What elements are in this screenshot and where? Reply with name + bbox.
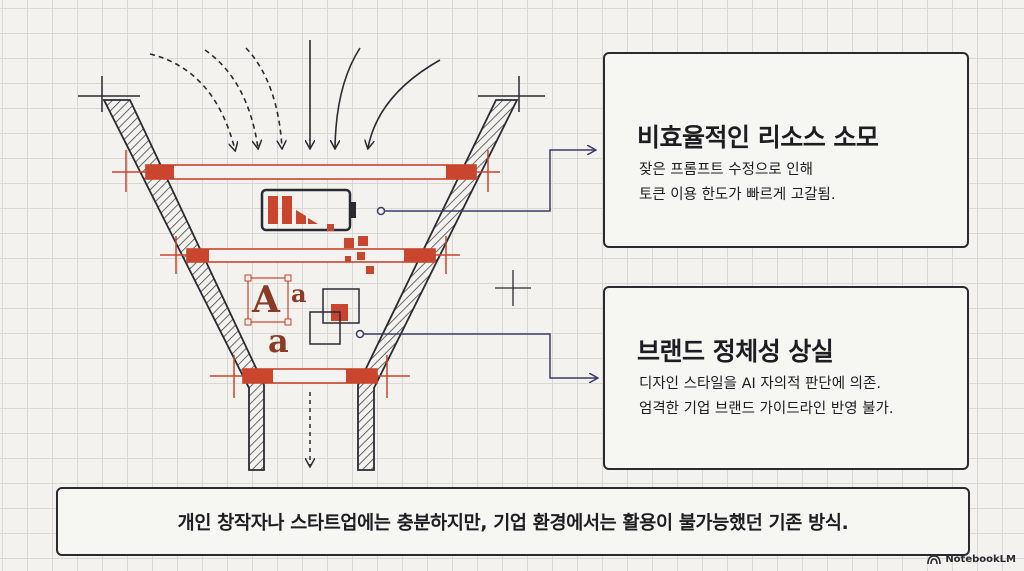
card-title: 브랜드 정체성 상실 bbox=[637, 337, 834, 366]
card-body: 디자인 스타일을 AI 자의적 판단에 의존. 엄격한 기업 브랜드 가이드라인… bbox=[639, 372, 893, 422]
connector-bottom bbox=[355, 329, 598, 379]
brace-bottom bbox=[210, 355, 410, 398]
problem-card-resource: 비효율적인 리소스 소모 잦은 프롬프트 수정으로 인해 토큰 이용 한도가 빠… bbox=[603, 52, 969, 248]
svg-text:A: A bbox=[251, 279, 281, 321]
typography-icon: A a a bbox=[244, 274, 360, 360]
card-title: 비효율적인 리소스 소모 bbox=[637, 123, 879, 152]
notebooklm-logo-icon bbox=[927, 554, 942, 564]
funnel-braces bbox=[112, 150, 500, 398]
connector-top bbox=[376, 150, 596, 216]
plus-marker bbox=[495, 270, 531, 306]
brace-top bbox=[112, 150, 500, 192]
watermark-text: NotebookLM bbox=[945, 554, 1016, 565]
incoming-arrows bbox=[149, 40, 441, 150]
card-line: 잦은 프롬프트 수정으로 인해 bbox=[639, 162, 813, 178]
problem-card-brand: 브랜드 정체성 상실 디자인 스타일을 AI 자의적 판단에 의존. 엄격한 기… bbox=[603, 286, 969, 470]
card-line: 디자인 스타일을 AI 자의적 판단에 의존. bbox=[639, 376, 881, 392]
top-guide-lines bbox=[78, 76, 545, 112]
svg-text:a: a bbox=[268, 322, 289, 360]
falling-pixels bbox=[327, 224, 374, 274]
svg-text:a: a bbox=[291, 279, 307, 308]
brace-middle bbox=[160, 236, 460, 274]
card-line: 엄격한 기업 브랜드 가이드라인 반영 불가. bbox=[639, 401, 894, 417]
card-body: 잦은 프롬프트 수정으로 인해 토큰 이용 한도가 빠르게 고갈됨. bbox=[639, 158, 835, 208]
card-line: 토큰 이용 한도가 빠르게 고갈됨. bbox=[639, 187, 836, 203]
funnel-walls bbox=[102, 99, 519, 471]
low-battery-icon bbox=[260, 188, 356, 232]
watermark: NotebookLM bbox=[927, 554, 1016, 565]
summary-banner: 개인 창작자나 스타트업에는 충분하지만, 기업 환경에서는 활용이 불가능했던… bbox=[56, 487, 970, 556]
